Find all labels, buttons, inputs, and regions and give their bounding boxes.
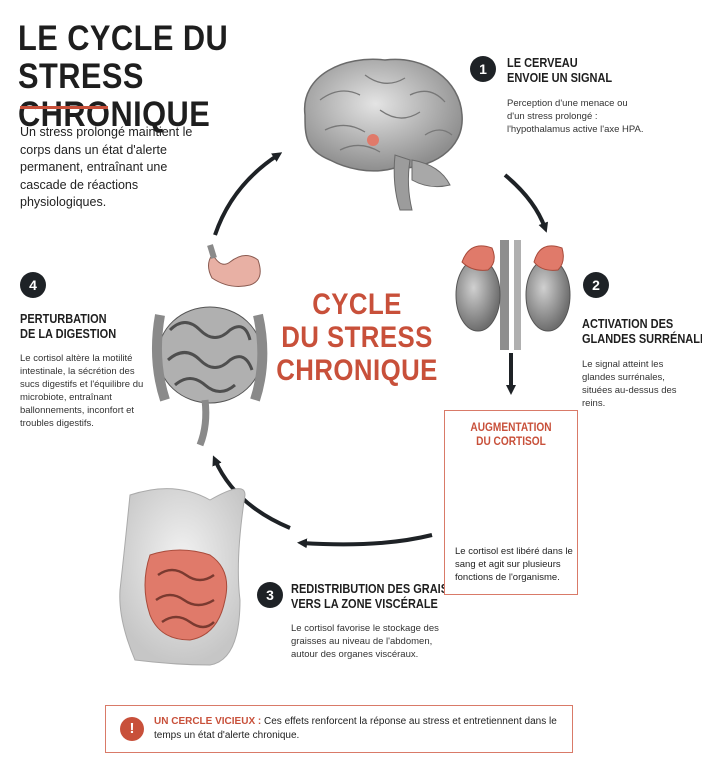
step-3-number: 3: [257, 582, 283, 608]
step-1-number: 1: [470, 56, 496, 82]
warning-icon: !: [120, 717, 144, 741]
cortisol-body: Le cortisol est libéré dans le sang et a…: [455, 545, 573, 584]
center-title: CYCLE DU STRESS CHRONIQUE: [275, 288, 438, 387]
center-title-line-3: CHRONIQUE: [275, 354, 438, 387]
step-4-number: 4: [20, 272, 46, 298]
step-2-number: 2: [583, 272, 609, 298]
kidneys-illustration: [456, 240, 570, 350]
center-title-line-1: CYCLE: [275, 288, 438, 321]
cortisol-panel: AUGMENTATION DU CORTISOL Le cortisol est…: [444, 410, 578, 595]
digestive-illustration: [157, 245, 262, 445]
arrow-digestion-to-brain: [215, 155, 278, 235]
step-2-heading: ACTIVATION DES GLANDES SURRÉNALES: [582, 317, 702, 347]
step-1-body: Perception d'une menace ou d'un stress p…: [507, 97, 647, 136]
callout-strong: UN CERCLE VICIEUX :: [154, 716, 261, 727]
step-4-heading: PERTURBATION DE LA DIGESTION: [20, 312, 116, 342]
center-title-line-2: DU STRESS: [275, 321, 438, 354]
step-4-body: Le cortisol altère la motilité intestina…: [20, 352, 150, 430]
callout-text: UN CERCLE VICIEUX : Ces effets renforcen…: [154, 715, 564, 743]
brain-illustration: [305, 59, 463, 210]
abdomen-illustration: [120, 489, 245, 665]
vicious-circle-callout: ! UN CERCLE VICIEUX : Ces effets renforc…: [105, 705, 573, 753]
step-1-heading: LE CERVEAU ENVOIE UN SIGNAL: [507, 56, 612, 86]
arrow-cortisol-to-fat: [302, 535, 432, 544]
step-2-body: Le signal atteint les glandes surrénales…: [582, 358, 692, 410]
arrow-brain-to-adrenal: [505, 175, 545, 228]
cortisol-title: AUGMENTATION DU CORTISOL: [453, 421, 569, 449]
step-3-body: Le cortisol favorise le stockage des gra…: [291, 622, 439, 661]
